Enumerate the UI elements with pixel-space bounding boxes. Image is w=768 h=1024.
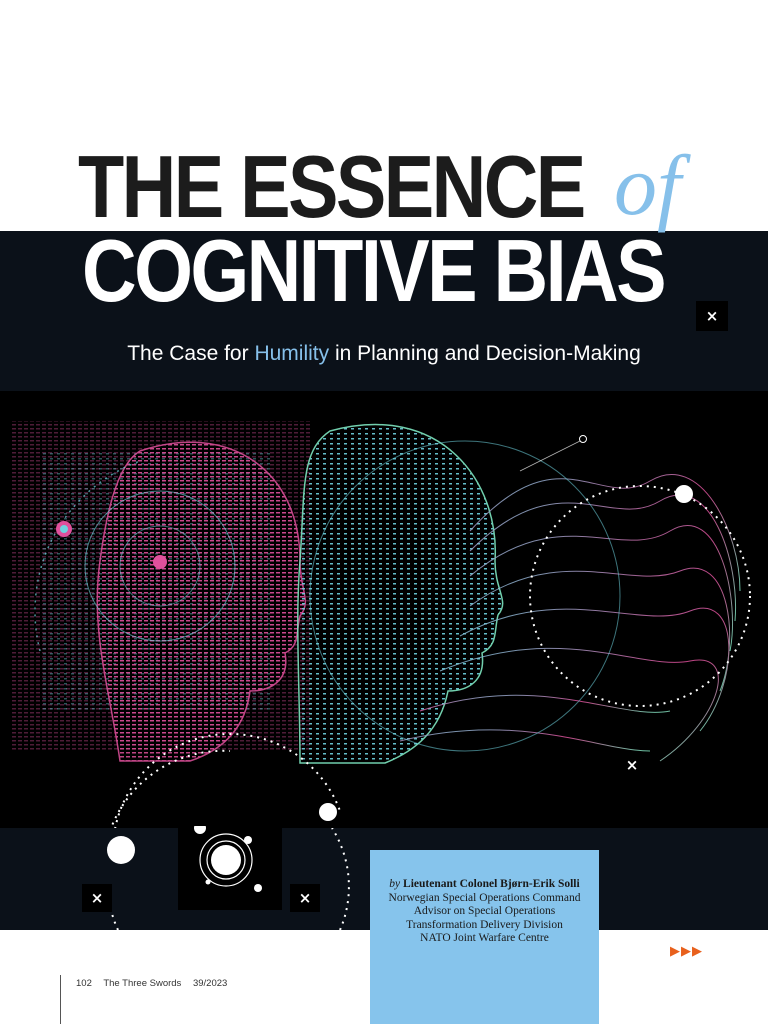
title-line-2: COGNITIVE BIAS [82, 221, 667, 320]
byline-organization: NATO Joint Warfare Centre [420, 932, 549, 944]
publication-name: The Three Swords [103, 978, 182, 989]
title-dark-band [0, 231, 768, 391]
subtitle-after: in Planning and Decision-Making [329, 342, 641, 365]
byline-author: Lieutenant Colonel Bjørn-Erik Solli [403, 878, 580, 890]
issue-number: 39/2023 [192, 978, 228, 989]
subtitle-highlight: Humility [254, 342, 330, 365]
byline-by: by [389, 878, 401, 890]
page-footer: 102 The Three Swords 39/2023 [76, 978, 236, 989]
continue-arrows-icon: ▶▶▶ [670, 944, 703, 959]
orbit-icon-box [178, 822, 282, 910]
footer-rule [60, 975, 61, 1024]
close-x-icon: × [625, 756, 639, 774]
byline-author-line: by Lieutenant Colonel Bjørn-Erik Solli [370, 878, 599, 892]
close-x-icon: × [696, 301, 728, 331]
close-x-icon: × [290, 884, 320, 912]
title-line-1: THE ESSENCE [78, 137, 586, 236]
author-byline: by Lieutenant Colonel Bjørn-Erik Solli N… [370, 850, 599, 1024]
digital-heads-illustration [10, 421, 751, 828]
cover-illustration [0, 391, 768, 828]
byline-role: Advisor on Special Operations [413, 905, 556, 917]
byline-affiliation: Norwegian Special Operations Command [388, 891, 581, 904]
subtitle-before: The Case for [127, 342, 255, 365]
byline-division: Transformation Delivery Division [406, 918, 563, 931]
title-connector-of: of [614, 137, 681, 233]
orbit-icon [194, 822, 262, 892]
subtitle: The Case for Humility in Planning and De… [0, 342, 768, 366]
close-x-icon: × [82, 884, 112, 912]
page-number: 102 [76, 978, 92, 989]
